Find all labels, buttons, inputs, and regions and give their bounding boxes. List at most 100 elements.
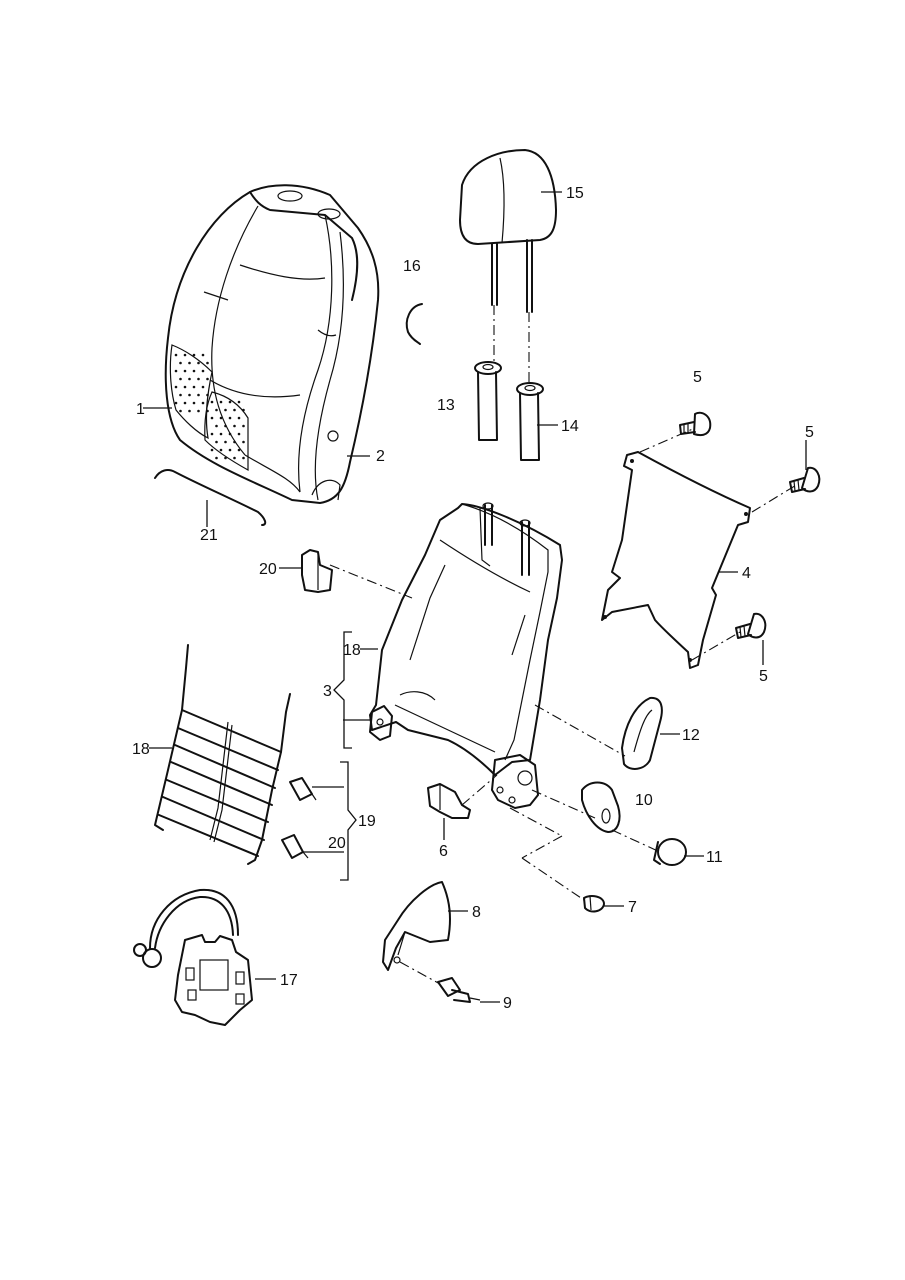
back-panel	[601, 451, 751, 669]
perforation-dot	[242, 408, 245, 412]
perforation-dot	[228, 432, 232, 436]
perforation-dot	[183, 385, 187, 389]
label-10: 10	[635, 792, 653, 809]
perforation-dot	[219, 400, 223, 404]
label-3: 3	[323, 683, 332, 700]
perforation-dot	[233, 440, 236, 444]
perforation-dot	[174, 369, 178, 373]
bolt-9	[437, 977, 481, 1003]
headrest	[459, 149, 557, 382]
perforation-dot	[201, 353, 205, 357]
perforation-dot	[197, 377, 200, 381]
perforation-dot	[188, 409, 191, 413]
perforation-dot	[210, 432, 214, 436]
perforation-dot	[210, 416, 214, 420]
perforation-dot	[219, 416, 223, 420]
perforation-dot	[192, 369, 196, 373]
perforation-dot	[197, 393, 200, 397]
bracket-6	[427, 783, 471, 819]
label-20-fastener: 20	[328, 835, 346, 852]
label-1: 1	[136, 401, 145, 418]
perforation-dot	[188, 377, 191, 381]
label-5-top: 5	[693, 369, 702, 386]
perforation-dot	[228, 416, 232, 420]
perforation-dot	[179, 393, 182, 397]
perforation-dot	[179, 377, 182, 381]
side-trim-cover	[382, 881, 451, 971]
screw-bottom	[735, 612, 767, 639]
perforation-dot	[210, 400, 214, 404]
label-16: 16	[403, 258, 421, 275]
perforated-pattern-left	[169, 344, 213, 440]
perforation-dot	[206, 361, 209, 365]
label-5-bottom: 5	[759, 668, 768, 685]
perforation-dot	[192, 401, 196, 405]
label-19: 19	[358, 813, 376, 830]
headrest-guide-sleeve-right	[516, 382, 544, 461]
perforation-dot	[183, 369, 187, 373]
perforation-dot	[242, 424, 245, 428]
label-2: 2	[376, 448, 385, 465]
retaining-clip	[405, 303, 423, 345]
perforation-dot	[201, 385, 205, 389]
perforation-dot	[210, 448, 214, 452]
label-6: 6	[439, 843, 448, 860]
perforation-dot	[224, 424, 227, 428]
label-20-bracket: 20	[259, 561, 277, 578]
perforation-dot	[183, 401, 187, 405]
label-9: 9	[503, 995, 512, 1012]
perforation-dot	[242, 456, 245, 460]
fastener-19	[289, 777, 317, 801]
leaders	[143, 191, 807, 1003]
perforation-dot	[206, 393, 209, 397]
perforation-dot	[197, 361, 200, 365]
perforation-dot	[188, 393, 191, 397]
label-4: 4	[742, 565, 751, 582]
perforation-dot	[228, 400, 232, 404]
perforation-dot	[219, 448, 223, 452]
perforation-dot	[188, 361, 191, 365]
bracket-20	[301, 549, 333, 593]
perforation-dot	[237, 416, 241, 420]
perforation-dot	[197, 409, 200, 413]
perforation-dot	[233, 456, 236, 460]
perforation-dot	[219, 432, 223, 436]
perforation-dot	[237, 432, 241, 436]
label-21: 21	[200, 527, 218, 544]
perforation-dot	[174, 353, 178, 357]
label-12: 12	[682, 727, 700, 744]
perforation-dot	[215, 424, 218, 428]
release-lever	[581, 781, 621, 833]
perforation-dot	[174, 385, 178, 389]
perforation-dot	[179, 409, 182, 413]
label-8: 8	[472, 904, 481, 921]
perforation-dot	[179, 361, 182, 365]
perforation-dot	[215, 440, 218, 444]
headrest-guide-sleeve-left	[474, 361, 502, 441]
perforation-dot	[224, 408, 227, 412]
perforation-dot	[233, 424, 236, 428]
label-18-mat: 18	[132, 741, 150, 758]
perforation-dot	[237, 448, 241, 452]
perforation-dot	[192, 353, 196, 357]
perforated-pattern-center	[204, 391, 249, 472]
lumbar-adjuster	[133, 888, 253, 1026]
perforation-dot	[174, 401, 178, 405]
perforation-dot	[206, 377, 209, 381]
perforation-dot	[192, 385, 196, 389]
perforation-dot	[237, 400, 241, 404]
label-5-right: 5	[805, 424, 814, 441]
assembly-lines	[329, 427, 799, 985]
perforation-dot	[183, 353, 187, 357]
perforation-dot	[242, 440, 245, 444]
perforation-dot	[201, 401, 205, 405]
label-15: 15	[566, 185, 584, 202]
perforation-dot	[228, 448, 232, 452]
adjustment-handle	[621, 696, 663, 770]
label-17: 17	[280, 972, 298, 989]
screw-7	[583, 895, 605, 913]
label-7: 7	[628, 899, 637, 916]
backrest-cover	[164, 184, 380, 504]
part-number-labels: 1 2 3 4 5 5 5 6 7 8 9 10 11 12 13 14 15 …	[132, 185, 814, 1012]
